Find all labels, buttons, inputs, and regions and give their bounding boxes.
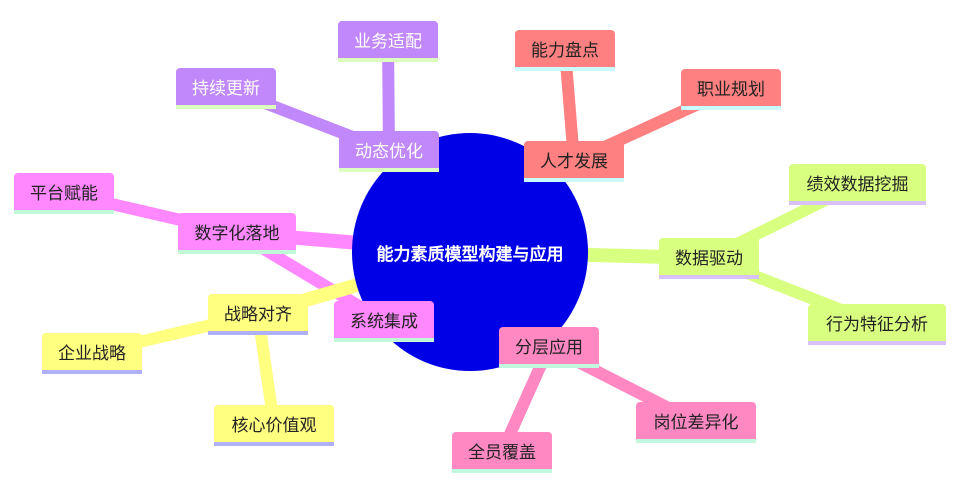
central-topic-label: 能力素质模型构建与应用 [376, 244, 564, 265]
leaf-business-fit[interactable]: 业务适配 [338, 21, 438, 62]
leaf-capability-inventory[interactable]: 能力盘点 [515, 30, 615, 71]
branch-dynamic-optimization[interactable]: 动态优化 [339, 131, 439, 172]
branch-data-driven[interactable]: 数据驱动 [659, 238, 759, 279]
leaf-performance-data-mining[interactable]: 绩效数据挖掘 [789, 164, 926, 205]
leaf-system-integration[interactable]: 系统集成 [334, 301, 434, 342]
leaf-career-planning[interactable]: 职业规划 [681, 69, 781, 110]
branch-talent-development[interactable]: 人才发展 [524, 141, 624, 182]
branch-strategic-alignment[interactable]: 战略对齐 [208, 294, 308, 335]
branch-digital-implementation[interactable]: 数字化落地 [178, 213, 296, 254]
leaf-role-differentiation[interactable]: 岗位差异化 [636, 402, 756, 443]
leaf-platform-enablement[interactable]: 平台赋能 [14, 173, 114, 214]
leaf-core-values[interactable]: 核心价值观 [214, 405, 334, 446]
leaf-continuous-update[interactable]: 持续更新 [176, 68, 276, 109]
leaf-corporate-strategy[interactable]: 企业战略 [42, 333, 142, 374]
branch-tiered-application[interactable]: 分层应用 [499, 327, 599, 368]
leaf-full-coverage[interactable]: 全员覆盖 [452, 432, 552, 473]
leaf-behavior-analysis[interactable]: 行为特征分析 [808, 304, 946, 345]
